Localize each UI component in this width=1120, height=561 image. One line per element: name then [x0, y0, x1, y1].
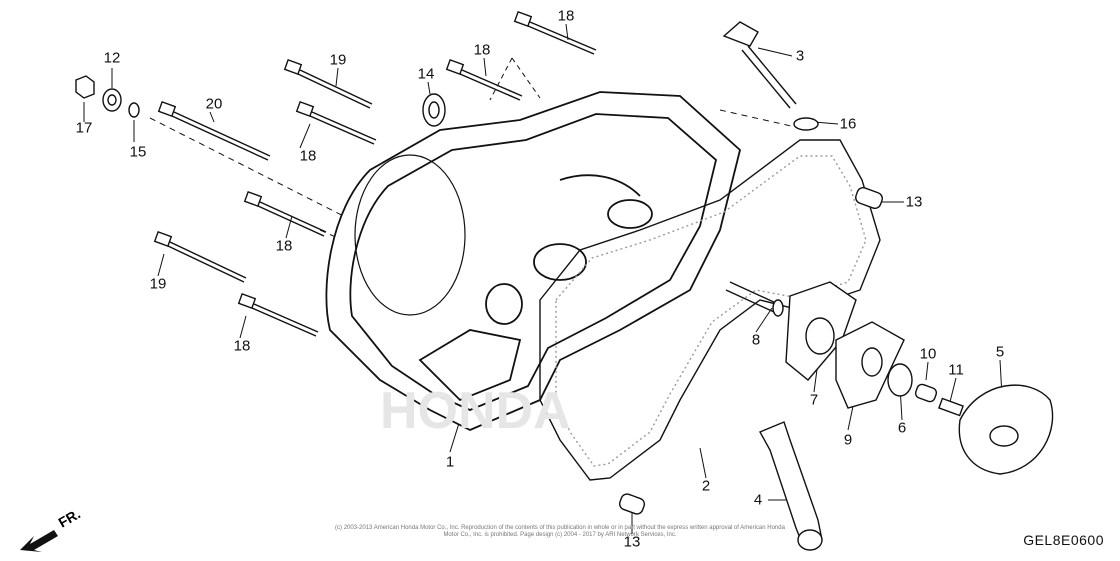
callout-5[interactable]: 5 — [995, 343, 1005, 361]
callout-3[interactable]: 3 — [795, 47, 805, 65]
callout-4[interactable]: 4 — [753, 491, 763, 509]
bolt-18-mid — [295, 101, 377, 145]
callout-18-top[interactable]: 18 — [557, 7, 575, 25]
callout-6[interactable]: 6 — [897, 419, 907, 437]
leader-lines — [83, 23, 1003, 534]
bolts — [153, 11, 597, 337]
crankcase-cover — [325, 91, 742, 431]
spring-11 — [938, 397, 964, 417]
callout-20[interactable]: 20 — [205, 95, 223, 113]
watermark-logo: HONDA — [380, 382, 571, 440]
callout-19-lower[interactable]: 19 — [149, 275, 167, 293]
callout-13-lower[interactable]: 13 — [623, 533, 641, 551]
collar-10 — [914, 383, 938, 403]
callout-13-upper[interactable]: 13 — [905, 193, 923, 211]
bolt-18-upper — [445, 59, 523, 101]
callout-19-upper[interactable]: 19 — [329, 51, 347, 69]
callout-18-mid[interactable]: 18 — [299, 147, 317, 165]
seal-6 — [887, 363, 913, 397]
washer-15 — [128, 102, 140, 118]
bolt-18-lower — [237, 293, 319, 337]
callout-12[interactable]: 12 — [103, 49, 121, 67]
callout-17[interactable]: 17 — [75, 119, 93, 137]
o-ring-16 — [793, 117, 819, 131]
callout-2[interactable]: 2 — [701, 477, 711, 495]
callout-1[interactable]: 1 — [445, 453, 455, 471]
callout-18-upper[interactable]: 18 — [473, 41, 491, 59]
callout-9[interactable]: 9 — [843, 431, 853, 449]
diagram-code: GEL8E0600 — [1023, 532, 1104, 548]
callout-11[interactable]: 11 — [948, 361, 964, 379]
callout-10[interactable]: 10 — [919, 345, 937, 363]
copyright-notice: (c) 2003-2013 American Honda Motor Co., … — [335, 525, 785, 538]
dowel-13-lower — [618, 493, 646, 515]
dowel-13-upper — [855, 187, 883, 209]
bolt-20 — [157, 101, 271, 161]
nut-17 — [75, 75, 95, 99]
callout-18-left[interactable]: 18 — [275, 237, 293, 255]
front-direction-indicator: FR. — [18, 505, 98, 556]
callout-7[interactable]: 7 — [809, 391, 819, 409]
bolt-19-upper — [283, 59, 373, 109]
pin-8 — [725, 281, 784, 317]
callout-15[interactable]: 15 — [129, 143, 147, 161]
callout-14[interactable]: 14 — [417, 65, 435, 83]
callout-16[interactable]: 16 — [839, 115, 857, 133]
dipstick-3 — [722, 21, 797, 109]
callout-18-lower[interactable]: 18 — [233, 337, 251, 355]
arrow-left-down-icon — [20, 530, 58, 552]
small-parts — [75, 21, 1054, 551]
callout-8[interactable]: 8 — [751, 331, 761, 349]
bolt-18-left — [243, 191, 327, 237]
bolt-19-lower — [153, 231, 247, 283]
bolt-18-top — [513, 11, 597, 55]
